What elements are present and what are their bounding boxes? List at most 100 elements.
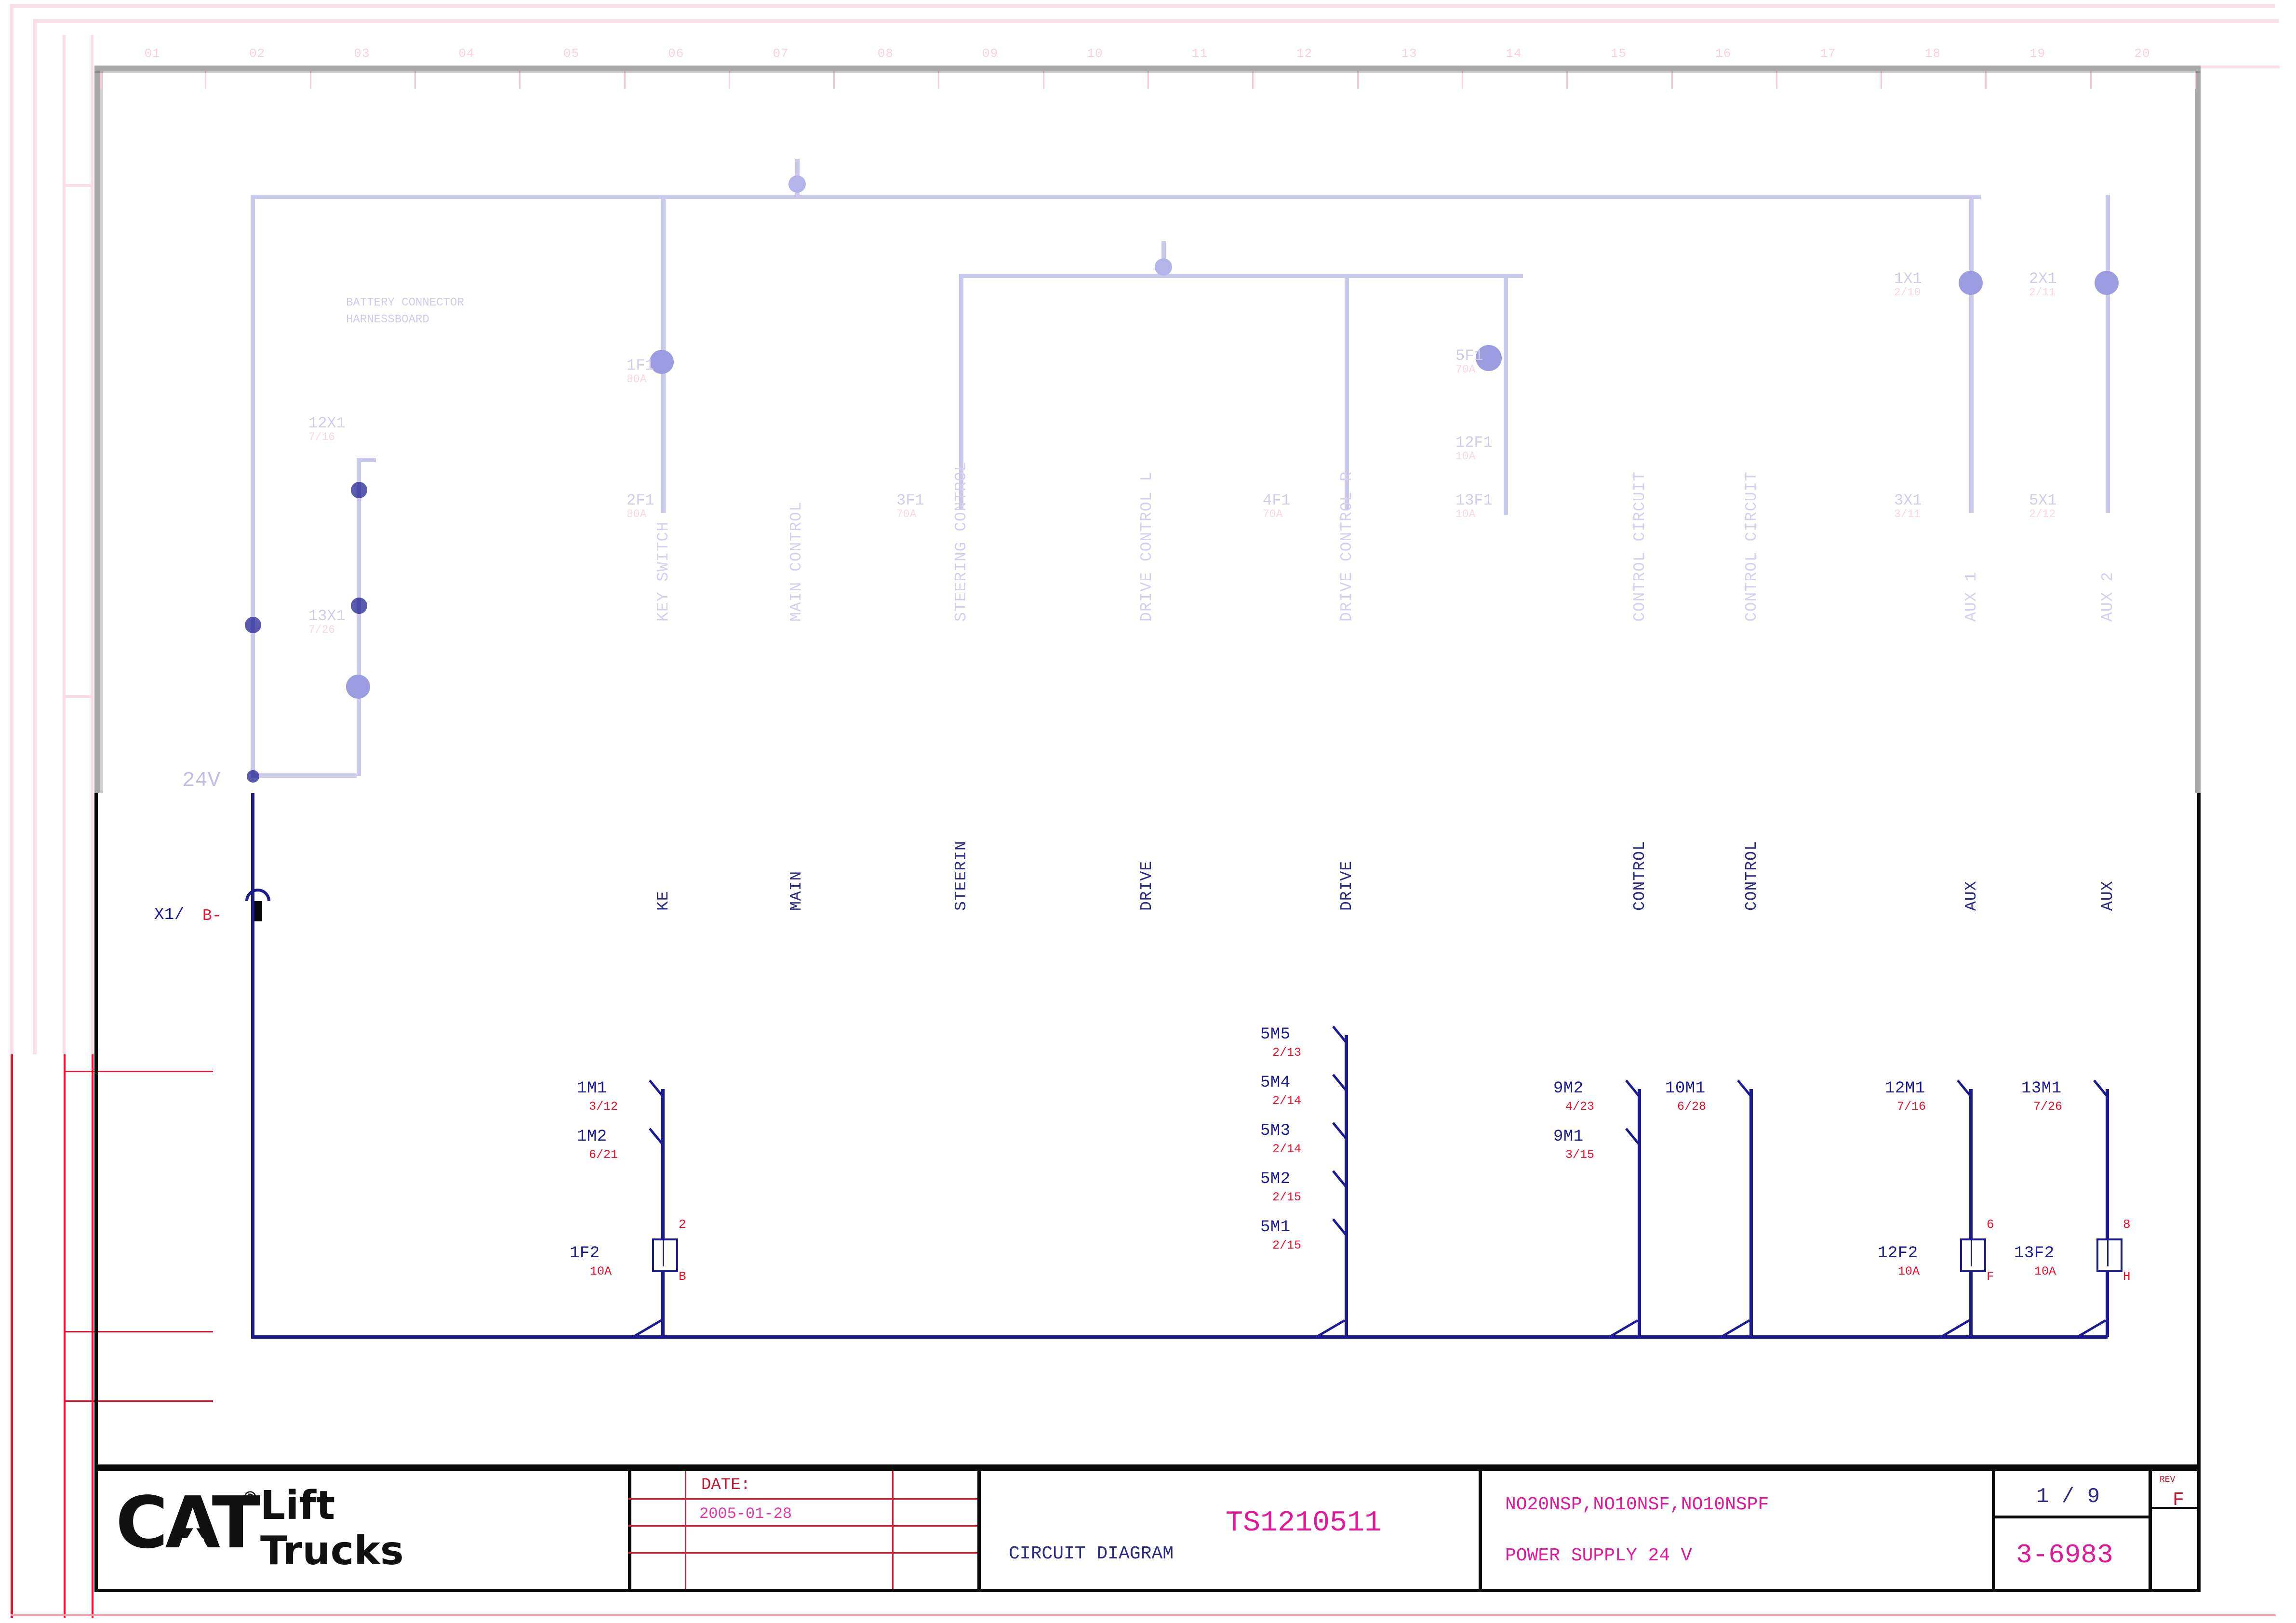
ruler-tick	[1881, 71, 1882, 89]
faded-component-label: 2F1	[627, 492, 654, 509]
title-block: DATE: 2005-01-28 CIRCUIT DIAGRAM TS12105…	[94, 1468, 2201, 1592]
faded-component-label: 1X1	[1894, 270, 1922, 288]
part-number: 3-6983	[2016, 1540, 2113, 1570]
faded-junction-4	[247, 770, 259, 783]
fuse-pin-top: 8	[2123, 1217, 2131, 1232]
branch-wire	[2106, 1089, 2109, 1337]
branch-description: STEERIN	[952, 840, 970, 911]
ruler-tick	[1775, 71, 1777, 89]
ruler-number: 05	[563, 46, 580, 61]
ruler-number: 10	[1087, 46, 1103, 61]
ruler-number: 01	[144, 46, 160, 61]
fuse-pin-top: 6	[1987, 1217, 1994, 1232]
drawing-number: TS1210511	[1226, 1507, 1382, 1540]
branch-terminal-tick	[1625, 1128, 1641, 1146]
branch-description-faded: KEY SWITCH	[654, 521, 672, 622]
ruler-number: 03	[354, 46, 370, 61]
branch-terminal-tick	[649, 1128, 664, 1146]
branch-terminal-name: 1M1	[577, 1079, 607, 1098]
branch-description: DRIVE	[1338, 860, 1356, 911]
branch-description: KE	[654, 891, 672, 911]
faded-junction-3	[245, 617, 261, 633]
faded-drop-e	[1969, 195, 1974, 513]
fuse-element	[663, 1240, 664, 1266]
branch-terminal-ref: 7/26	[2033, 1100, 2063, 1114]
branch-terminal-name: 5M2	[1260, 1170, 1291, 1188]
cat-registered-mark: ®	[242, 1488, 258, 1507]
fuse-pin-bottom: F	[1987, 1269, 1994, 1284]
tb-sheet-hline	[1992, 1516, 2149, 1518]
faded-relay-1	[650, 350, 674, 374]
ruler-tick	[309, 71, 311, 89]
branch-terminal-tick	[1332, 1074, 1348, 1092]
branch-terminal-ref: 3/12	[589, 1100, 618, 1114]
faded-drop-d	[1504, 274, 1508, 515]
date-value: 2005-01-28	[699, 1505, 792, 1523]
tb-date-hline-1	[628, 1498, 977, 1500]
tb-sep-4	[1992, 1471, 1995, 1589]
faded-component-label: 13X1	[308, 607, 346, 625]
ruler-number: 06	[668, 46, 684, 61]
tb-date-hline-2	[628, 1525, 977, 1527]
fuse-element	[2107, 1240, 2109, 1266]
ruler-tick	[1566, 71, 1568, 89]
tb-rev-hline	[2149, 1507, 2201, 1509]
faded-relay-4	[2095, 271, 2119, 295]
faded-component-label: 3F1	[896, 492, 924, 509]
pink-zone-divider-1	[63, 184, 93, 187]
faded-contact-1	[788, 175, 806, 193]
ruler-tick	[1357, 71, 1359, 89]
branch-terminal-name: 10M1	[1665, 1079, 1706, 1098]
faded-component-ref: 80A	[627, 373, 647, 386]
branch-terminal-name: 5M3	[1260, 1122, 1291, 1140]
pink-frame-inner-top	[33, 19, 2279, 23]
faded-component-ref: 2/11	[2029, 286, 2056, 299]
branch-wire	[1969, 1089, 1973, 1337]
faded-component-label: 2X1	[2029, 270, 2057, 288]
pink-frame-zone-right	[91, 35, 93, 1054]
faded-relay-2	[1476, 345, 1502, 371]
fuse-name: 13F2	[2014, 1244, 2055, 1263]
faded-component-label: 1F1	[627, 357, 654, 374]
ruler-tick	[833, 71, 835, 89]
branch-terminal-ref: 6/28	[1677, 1100, 1707, 1114]
tb-date-vline-1	[685, 1471, 686, 1589]
faded-component-label: 5F1	[1455, 347, 1483, 365]
faded-drop-f	[2106, 195, 2110, 513]
faded-component-ref: 10A	[1455, 450, 1476, 463]
branch-terminal-ref: 3/15	[1565, 1148, 1595, 1162]
gray-band-left-soft	[100, 71, 103, 793]
branch-description-faded: CONTROL CIRCUIT	[1631, 471, 1649, 622]
faded-component-ref: 3/11	[1894, 508, 1921, 520]
fuse-pin-bottom: H	[2123, 1269, 2131, 1284]
branch-description-faded: AUX 2	[2099, 571, 2117, 622]
branch-terminal-name: 12M1	[1885, 1079, 1925, 1098]
pink-zone-divider-2	[63, 695, 93, 698]
branch-terminal-ref: 6/21	[589, 1148, 618, 1162]
red-frame-zone-right	[92, 1054, 93, 1618]
branch-terminal-name: 5M1	[1260, 1218, 1291, 1237]
branch-terminal-tick	[2093, 1079, 2109, 1098]
faded-component-label: 4F1	[1263, 492, 1291, 509]
ruler-number: 19	[2029, 46, 2046, 61]
ruler-tick	[1042, 71, 1044, 89]
ruler-tick	[100, 71, 102, 89]
branch-description-faded: AUX 1	[1962, 571, 1980, 622]
ruler-number: 11	[1191, 46, 1208, 61]
cat-trucks-word: Trucks	[260, 1528, 404, 1574]
ruler-tick	[1671, 71, 1673, 89]
red-zone-divider-3	[64, 1071, 213, 1072]
negative-rail-vertical	[251, 793, 254, 1339]
gray-band-top	[94, 66, 2201, 71]
pink-frame-outer-top	[10, 4, 2275, 8]
branch-rail-elbow	[1609, 1319, 1639, 1338]
sheet-number: 1 / 9	[2036, 1485, 2100, 1509]
tb-date-vline-2	[892, 1471, 894, 1589]
gray-band-left	[94, 66, 100, 793]
faded-component-ref: 7/26	[308, 624, 335, 636]
branch-terminal-ref: 2/13	[1272, 1046, 1302, 1060]
branch-terminal-tick	[1332, 1122, 1348, 1140]
frame-left	[94, 793, 98, 1468]
ruler-number: 14	[1506, 46, 1522, 61]
tb-date-hline-3	[628, 1552, 977, 1554]
